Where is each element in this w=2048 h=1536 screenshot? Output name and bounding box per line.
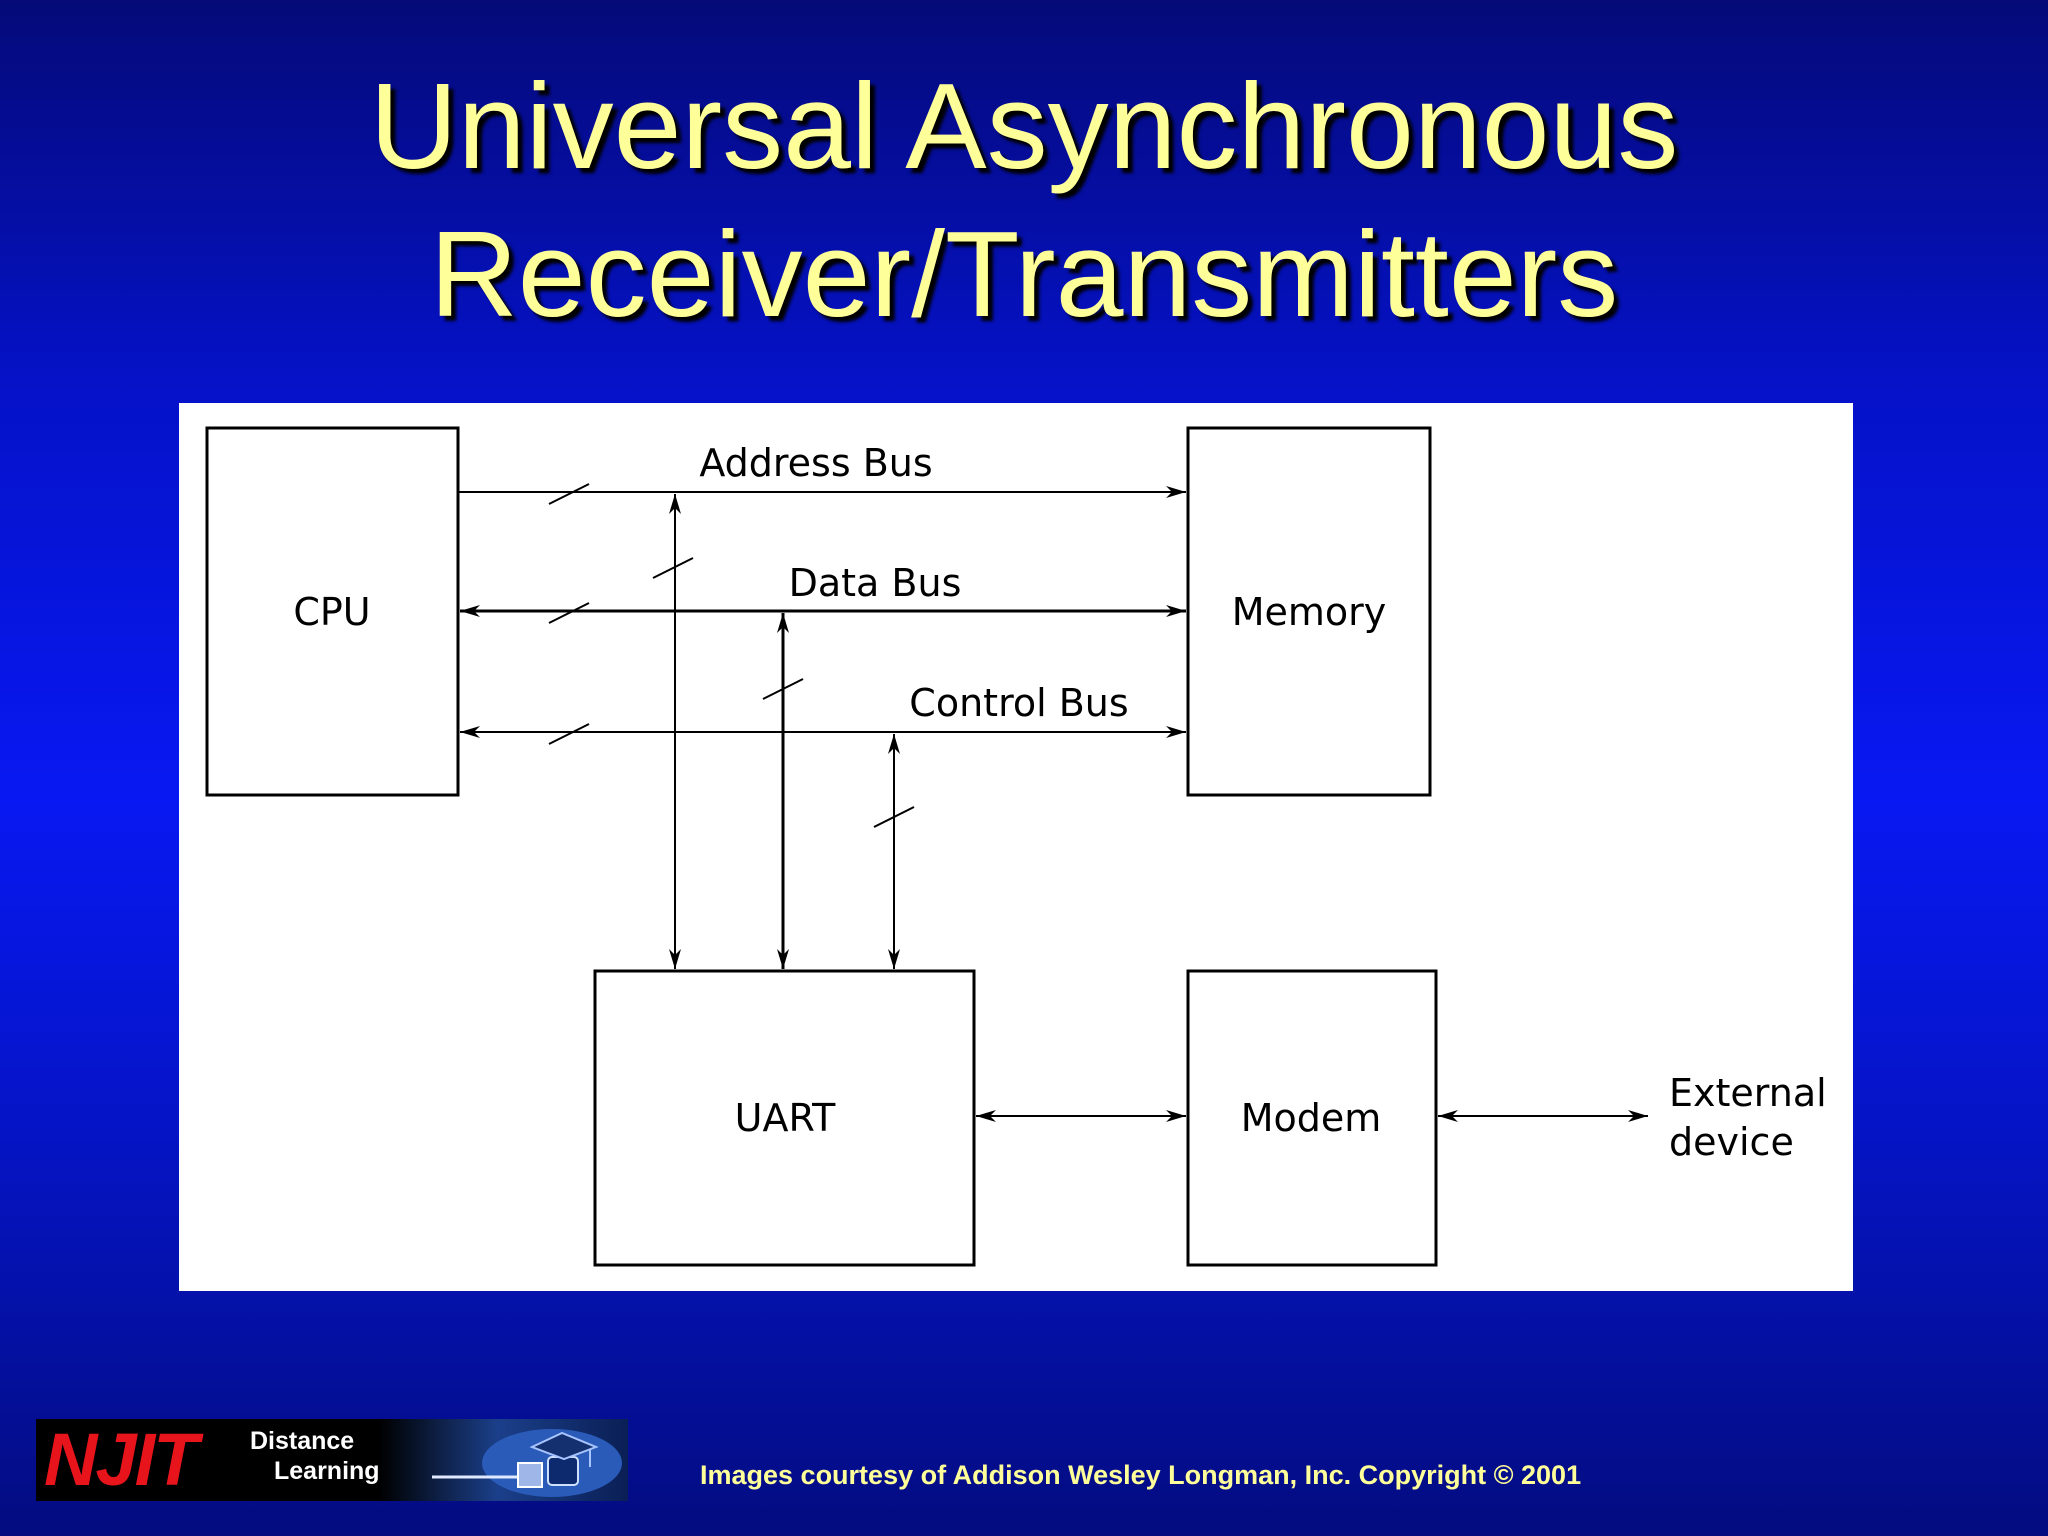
slide-title-line-1: Universal Asynchronous [369, 58, 1679, 194]
diagram-canvas: CPU Memory UART Modem Address Bus Data B… [205, 426, 1827, 1267]
control-bus-width-tick [548, 723, 590, 745]
data-bus-width-tick [548, 602, 590, 624]
njit-distance-learning-logo: NJIT Distance Learning [36, 1419, 628, 1501]
memory-block [1186, 426, 1432, 797]
graduation-cap-computer-icon [432, 1429, 622, 1497]
address-bus-width-tick [548, 483, 590, 505]
njit-logo-wordmark: NJIT [44, 1418, 198, 1501]
uart-block [593, 969, 976, 1267]
modem-label: Modem [1241, 1096, 1382, 1140]
slide-title-line-2: Receiver/Transmitters [429, 206, 1619, 342]
external-device-label-line-1: External [1669, 1071, 1827, 1115]
image-credit-footer: Images courtesy of Addison Wesley Longma… [700, 1460, 1582, 1490]
uart-block-diagram: CPU Memory UART Modem Address Bus Data B… [179, 403, 1853, 1291]
address-bus-label: Address Bus [699, 441, 932, 485]
cpu-label: CPU [293, 590, 370, 634]
slide-title: Universal Asynchronous Receiver/Transmit… [0, 52, 2048, 348]
external-device-label-line-2: device [1669, 1120, 1794, 1164]
uart-label: UART [735, 1096, 836, 1140]
control-bus-label: Control Bus [909, 681, 1128, 725]
data-bus-label: Data Bus [789, 561, 962, 605]
uart-control-link-tick [873, 806, 915, 828]
uart-data-link-tick [762, 678, 804, 700]
uart-address-link-tick [652, 557, 694, 579]
cpu-block [205, 426, 460, 797]
memory-label: Memory [1232, 590, 1387, 634]
logo-learning-text: Learning [274, 1457, 380, 1485]
modem-block [1186, 969, 1438, 1267]
logo-distance-text: Distance [250, 1427, 355, 1455]
